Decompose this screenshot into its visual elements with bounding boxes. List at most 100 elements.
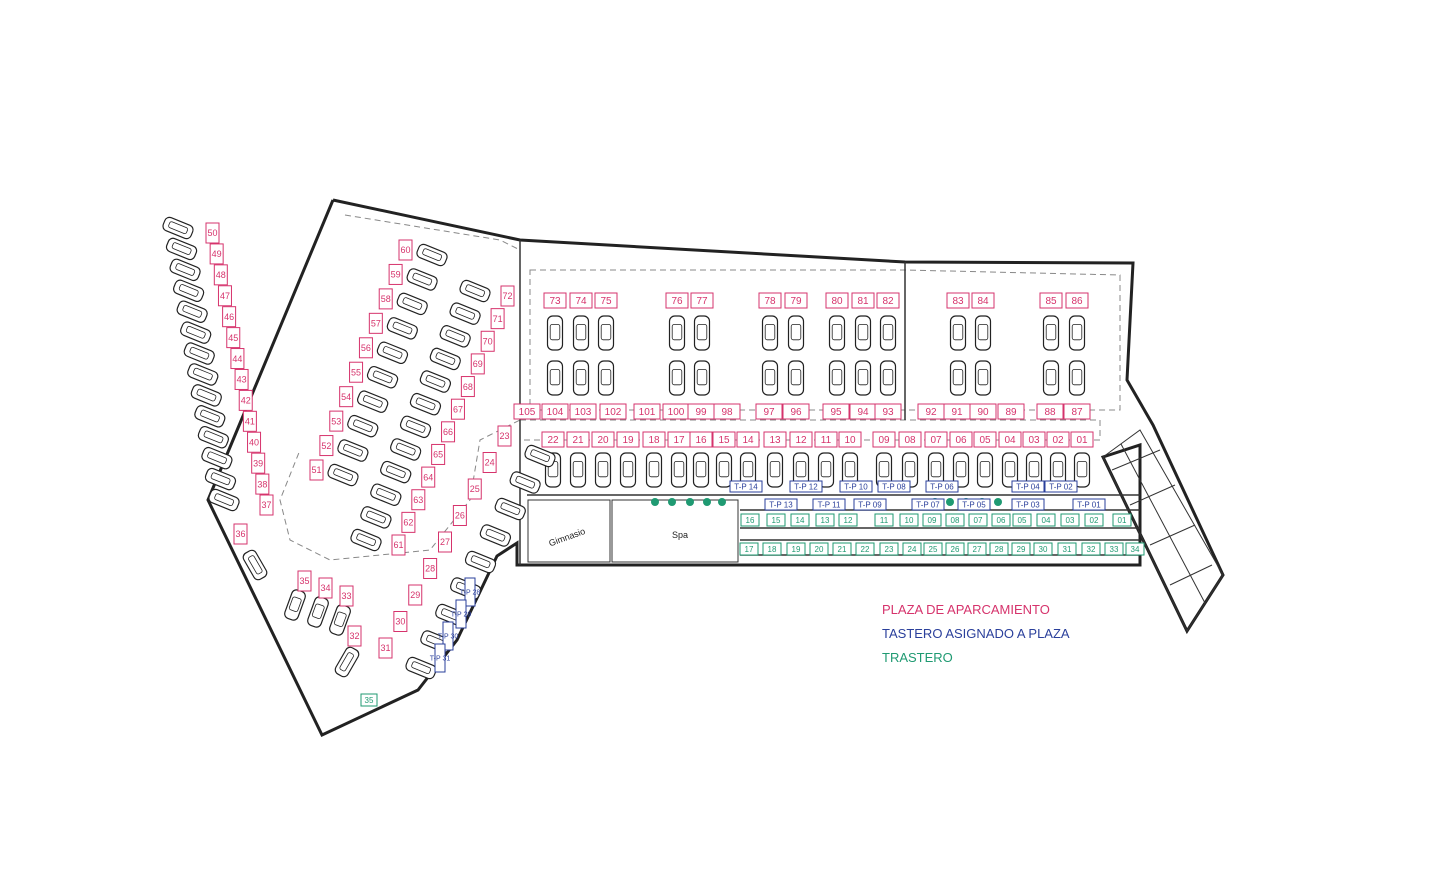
- trastero-30: 30: [1033, 542, 1053, 556]
- car-icon: [668, 315, 686, 351]
- plaza-73: 73: [543, 292, 567, 309]
- car-icon: [208, 488, 240, 512]
- plaza-15: 15: [712, 431, 736, 448]
- svg-text:30: 30: [1039, 545, 1048, 554]
- car-icon: [366, 365, 399, 389]
- svg-text:20: 20: [597, 435, 609, 446]
- tastero-T-P-31: T-P 31: [430, 643, 451, 673]
- trastero-29: 29: [1011, 542, 1031, 556]
- trastero-03: 03: [1060, 513, 1080, 527]
- car-icon: [406, 268, 438, 291]
- svg-text:75: 75: [600, 296, 612, 307]
- legend-trastero: TRASTERO: [882, 650, 953, 665]
- plaza-24: 24: [482, 452, 497, 473]
- trastero-31: 31: [1057, 542, 1077, 556]
- plaza-76: 76: [665, 292, 689, 309]
- trastero-12: 12: [838, 513, 858, 527]
- plaza-27: 27: [438, 531, 452, 553]
- svg-text:45: 45: [228, 333, 238, 343]
- svg-text:T-P 08: T-P 08: [882, 482, 906, 491]
- driveways: [279, 214, 1121, 561]
- svg-text:T-P 31: T-P 31: [430, 656, 451, 663]
- svg-text:44: 44: [232, 354, 242, 364]
- plaza-22: 22: [541, 431, 565, 448]
- svg-text:22: 22: [861, 545, 870, 554]
- svg-text:15: 15: [718, 435, 730, 446]
- svg-text:36: 36: [235, 529, 245, 539]
- plaza-78: 78: [758, 292, 782, 309]
- car-icon: [386, 317, 418, 340]
- svg-text:71: 71: [493, 314, 503, 324]
- trastero-26: 26: [945, 542, 965, 556]
- svg-text:72: 72: [502, 291, 512, 301]
- tastero-T-P-05: T-P 05: [957, 498, 991, 511]
- svg-text:T-P 04: T-P 04: [1016, 482, 1040, 491]
- car-icon: [190, 384, 222, 407]
- svg-text:93: 93: [882, 407, 894, 418]
- svg-text:32: 32: [1087, 545, 1096, 554]
- plaza-40: 40: [247, 431, 262, 453]
- plaza-103: 103: [569, 403, 597, 420]
- car-icon: [376, 341, 409, 365]
- plaza-34: 34: [318, 577, 333, 599]
- svg-text:22: 22: [547, 435, 559, 446]
- car-icon: [416, 243, 448, 267]
- plaza-48: 48: [213, 264, 228, 286]
- plaza-04: 04: [998, 431, 1022, 448]
- tastero-T-P-08: T-P 08: [877, 480, 911, 493]
- svg-text:25: 25: [470, 484, 480, 494]
- plaza-71: 71: [490, 308, 505, 330]
- car-icon: [405, 656, 437, 680]
- plaza-94: 94: [849, 403, 877, 420]
- svg-text:84: 84: [977, 296, 989, 307]
- plaza-09: 09: [872, 431, 896, 448]
- car-icon: [350, 528, 382, 552]
- tastero-T-P-02: T-P 02: [1044, 480, 1078, 493]
- plaza-64: 64: [421, 466, 436, 488]
- plaza-86: 86: [1065, 292, 1089, 309]
- plaza-52: 52: [319, 435, 334, 457]
- svg-text:33: 33: [1110, 545, 1119, 554]
- car-icon: [242, 549, 268, 581]
- svg-text:35: 35: [299, 576, 309, 586]
- plant-icon: [703, 498, 711, 506]
- car-icon: [380, 460, 412, 484]
- car-icon: [761, 315, 779, 351]
- svg-text:68: 68: [463, 382, 473, 392]
- svg-text:08: 08: [951, 516, 960, 525]
- tastero-T-P-03: T-P 03: [1011, 498, 1045, 511]
- svg-text:17: 17: [673, 435, 685, 446]
- car-icon: [787, 315, 805, 351]
- svg-text:07: 07: [930, 435, 942, 446]
- plaza-61: 61: [391, 534, 406, 556]
- plaza-69: 69: [470, 353, 485, 375]
- svg-text:20: 20: [815, 545, 824, 554]
- plaza-95: 95: [822, 403, 850, 420]
- car-icon: [439, 325, 471, 348]
- svg-text:38: 38: [257, 479, 267, 489]
- svg-text:35: 35: [365, 696, 374, 705]
- plaza-97: 97: [755, 403, 783, 420]
- plaza-37: 37: [259, 494, 274, 516]
- car-icon: [334, 646, 360, 678]
- car-icon: [194, 405, 226, 428]
- plaza-25: 25: [467, 478, 482, 500]
- svg-text:64: 64: [423, 472, 433, 482]
- car-icon: [1042, 315, 1060, 351]
- car-icon: [901, 452, 919, 488]
- plant-icon: [946, 498, 954, 506]
- plaza-42: 42: [238, 389, 253, 411]
- svg-text:T-P 14: T-P 14: [734, 482, 758, 491]
- svg-text:01: 01: [1076, 435, 1088, 446]
- plaza-32: 32: [347, 625, 362, 647]
- trastero-17: 17: [739, 542, 759, 556]
- svg-text:86: 86: [1071, 296, 1083, 307]
- trastero-35: 35: [360, 693, 378, 707]
- tastero-T-P-07: T-P 07: [911, 498, 945, 511]
- tastero-T-P-06: T-P 06: [925, 480, 959, 493]
- legend: PLAZA DE APARCAMIENTO TASTERO ASIGNADO A…: [882, 598, 1070, 670]
- plaza-63: 63: [411, 489, 426, 511]
- svg-text:06: 06: [997, 516, 1006, 525]
